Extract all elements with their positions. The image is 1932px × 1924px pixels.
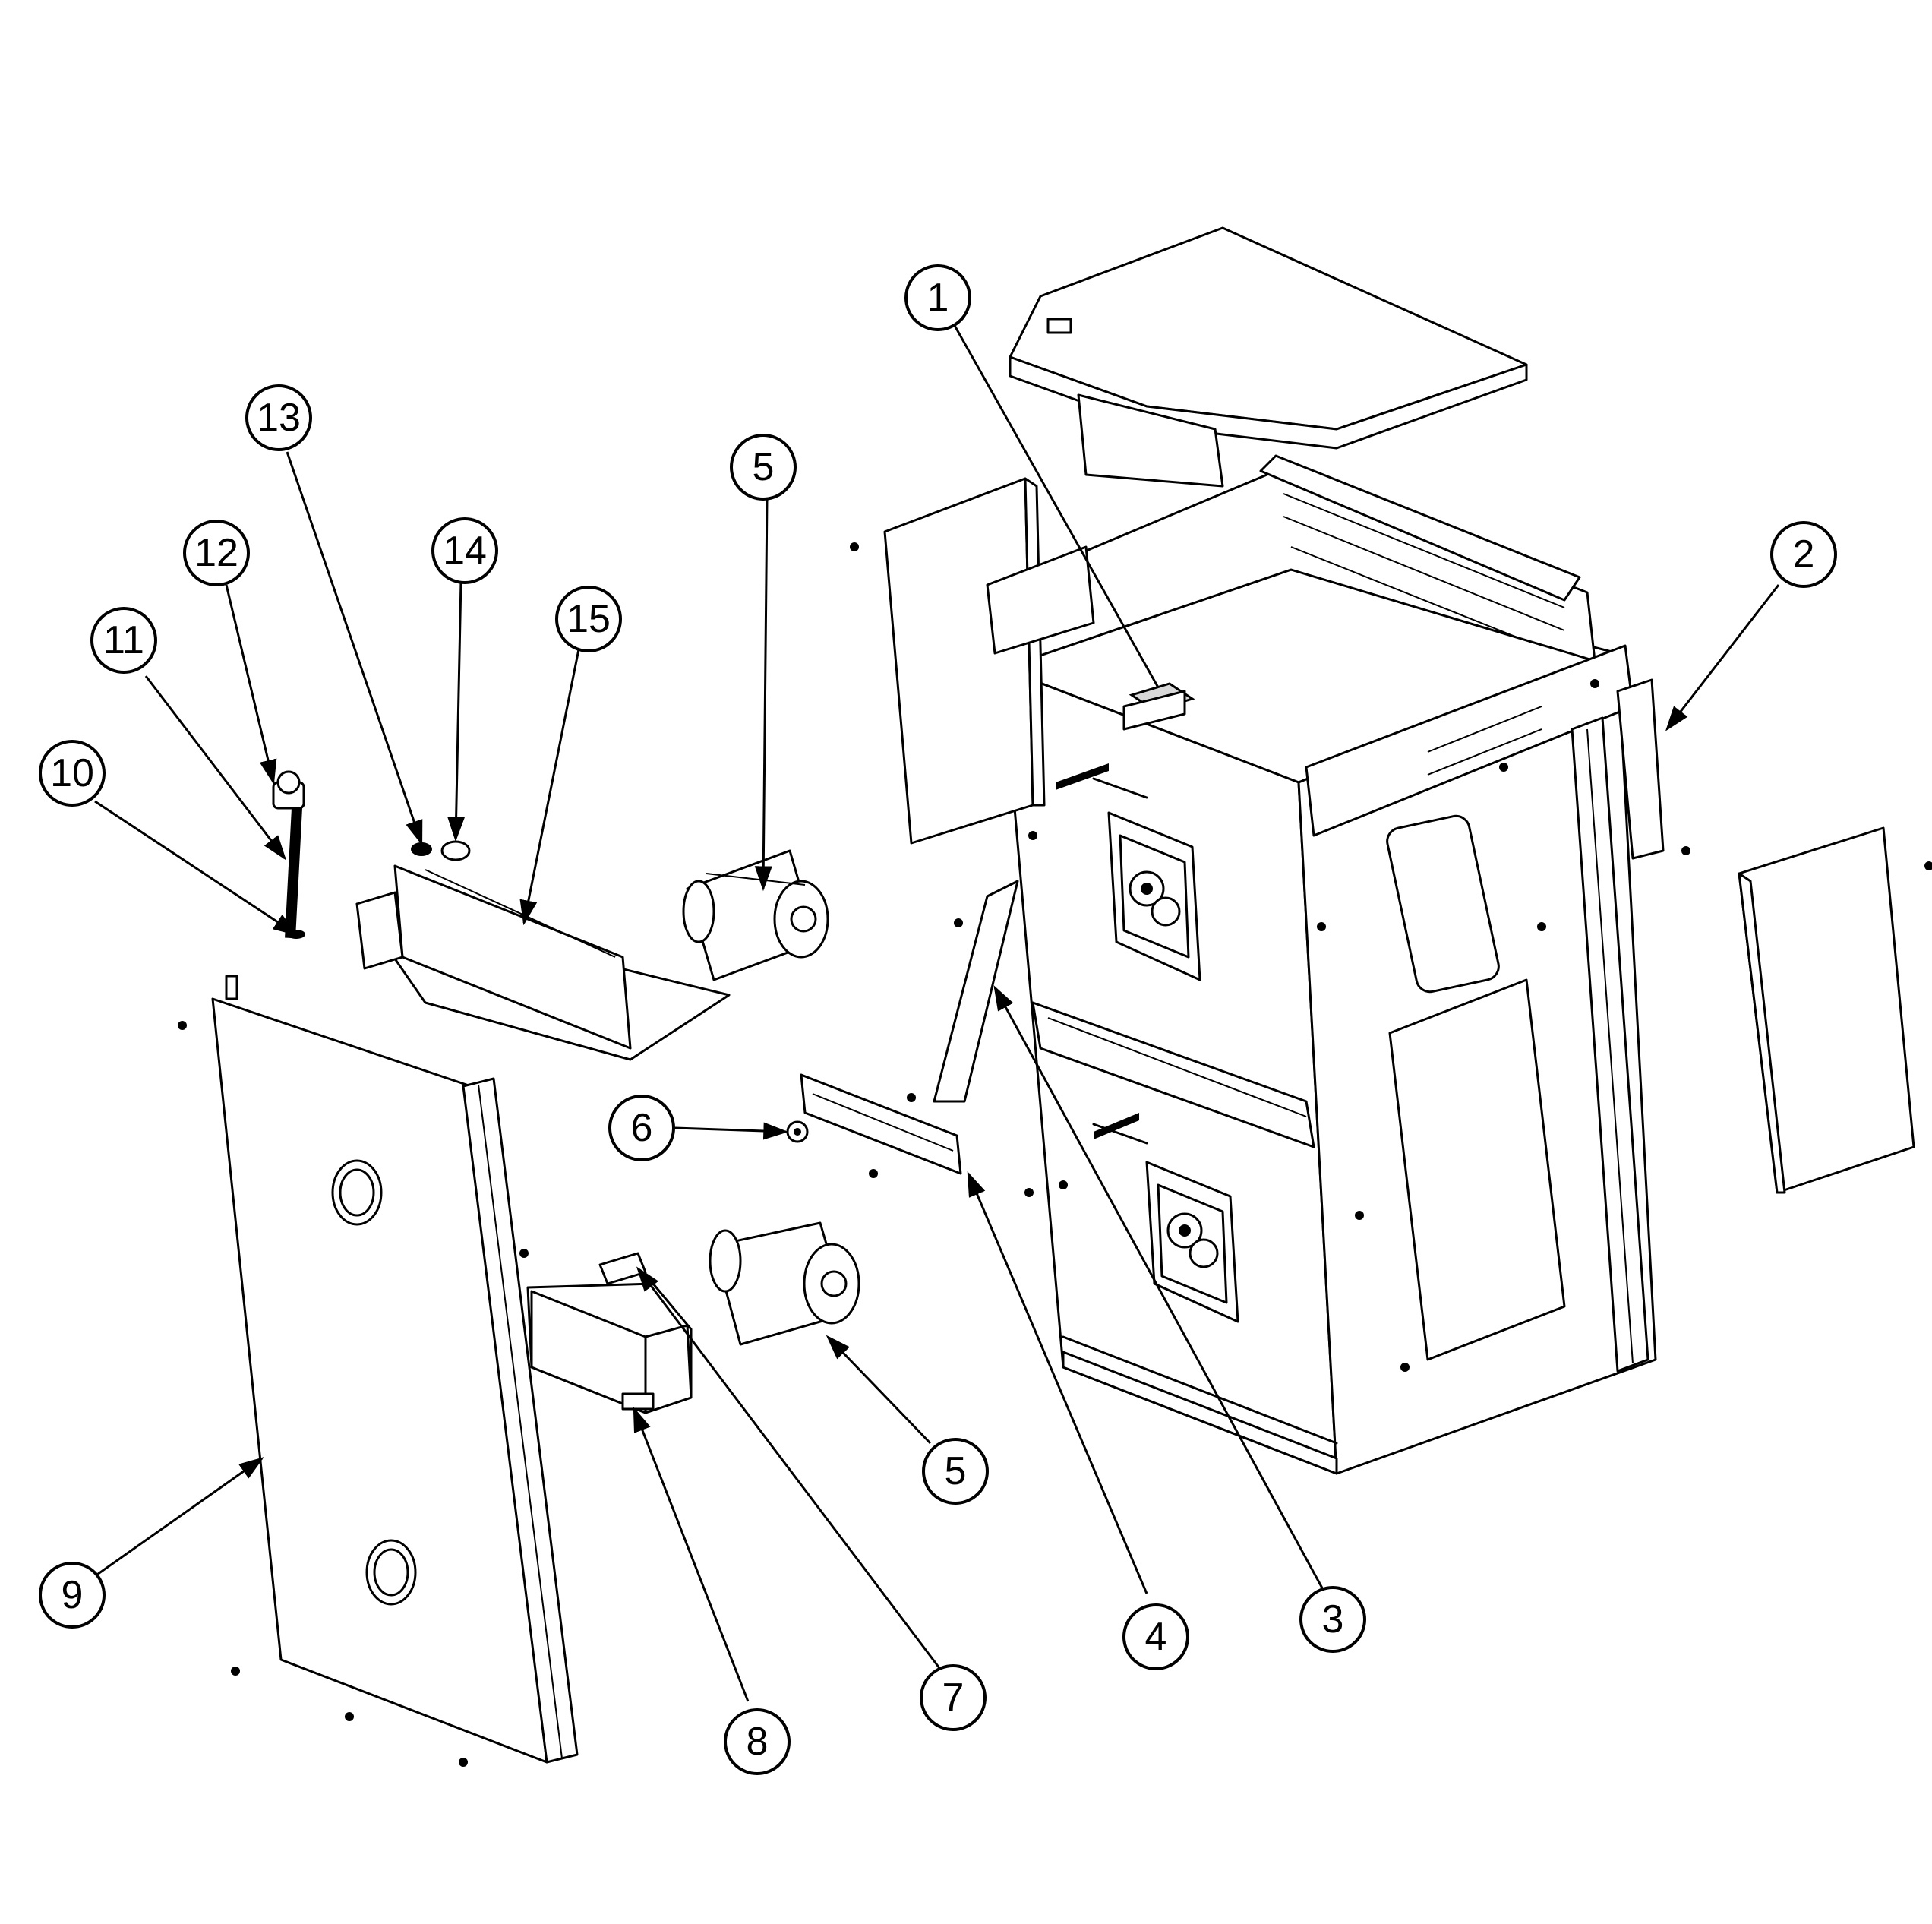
callout-5-upper-label: 5	[753, 445, 775, 489]
callout-1: 1	[904, 264, 971, 331]
callout-12: 12	[183, 520, 250, 586]
callout-10: 10	[39, 740, 106, 807]
front-trim-bracket	[800, 1073, 962, 1175]
callout-5-upper: 5	[730, 434, 797, 501]
callout-9-label: 9	[62, 1573, 84, 1617]
wire-harness-assembly	[272, 770, 305, 939]
callout-11: 11	[90, 607, 157, 674]
callout-4: 4	[1122, 1603, 1189, 1670]
side-trim-strip	[933, 880, 1019, 1103]
upper-left-side-panel	[883, 477, 1034, 845]
callout-6-label: 6	[631, 1106, 653, 1150]
lower-side-window	[1388, 978, 1566, 1361]
callout-3: 3	[1299, 1586, 1366, 1653]
callout-9: 9	[39, 1562, 106, 1629]
motor-mount-tray	[355, 864, 731, 1061]
callout-6: 6	[608, 1095, 675, 1161]
upper-convection-fan-mount	[1092, 777, 1201, 981]
callout-10-label: 10	[50, 751, 94, 795]
callout-7-label: 7	[942, 1676, 964, 1720]
corner-bracket	[986, 545, 1095, 655]
front-panel-assembly	[211, 975, 579, 1764]
callout-1-label: 1	[927, 276, 949, 320]
leader-lines	[94, 322, 1780, 1702]
callout-2-label: 2	[1793, 532, 1815, 577]
lower-convection-fan-mount	[1092, 1123, 1239, 1323]
callout-4-label: 4	[1145, 1615, 1167, 1659]
callout-8: 8	[724, 1708, 791, 1775]
top-cover-front-lip	[1009, 355, 1528, 450]
loose-screws	[178, 542, 1932, 1767]
callout-3-label: 3	[1322, 1597, 1344, 1641]
callout-2: 2	[1770, 521, 1837, 588]
cabinet-base	[1062, 1351, 1338, 1475]
callout-7: 7	[920, 1664, 987, 1731]
cabinet-screws	[1028, 679, 1599, 1372]
upper-side-window	[1386, 814, 1500, 994]
callout-13-label: 13	[257, 396, 301, 440]
lower-fan-motor	[709, 1221, 860, 1346]
top-cover-bracket	[1077, 393, 1224, 488]
callout-8-label: 8	[747, 1720, 769, 1764]
oven-cabinet-assembly	[883, 226, 1657, 1475]
callout-14: 14	[431, 517, 498, 584]
top-cover-tab	[1046, 318, 1072, 334]
small-grommet	[411, 842, 432, 856]
callout-5-lower-label: 5	[945, 1449, 967, 1493]
callout-15: 15	[555, 586, 622, 652]
terminal-box	[526, 1282, 693, 1414]
rear-vent-panel	[1259, 454, 1581, 602]
callout-11-label: 11	[103, 618, 144, 662]
large-grommet	[440, 840, 471, 861]
callout-5-lower: 5	[922, 1438, 989, 1505]
callout-14-label: 14	[443, 529, 487, 573]
callout-12-label: 12	[194, 531, 238, 575]
callout-15-label: 15	[567, 597, 611, 641]
upper-fan-motor	[682, 849, 829, 981]
callout-13: 13	[245, 384, 312, 451]
rear-vertical-bracket	[1616, 678, 1665, 860]
